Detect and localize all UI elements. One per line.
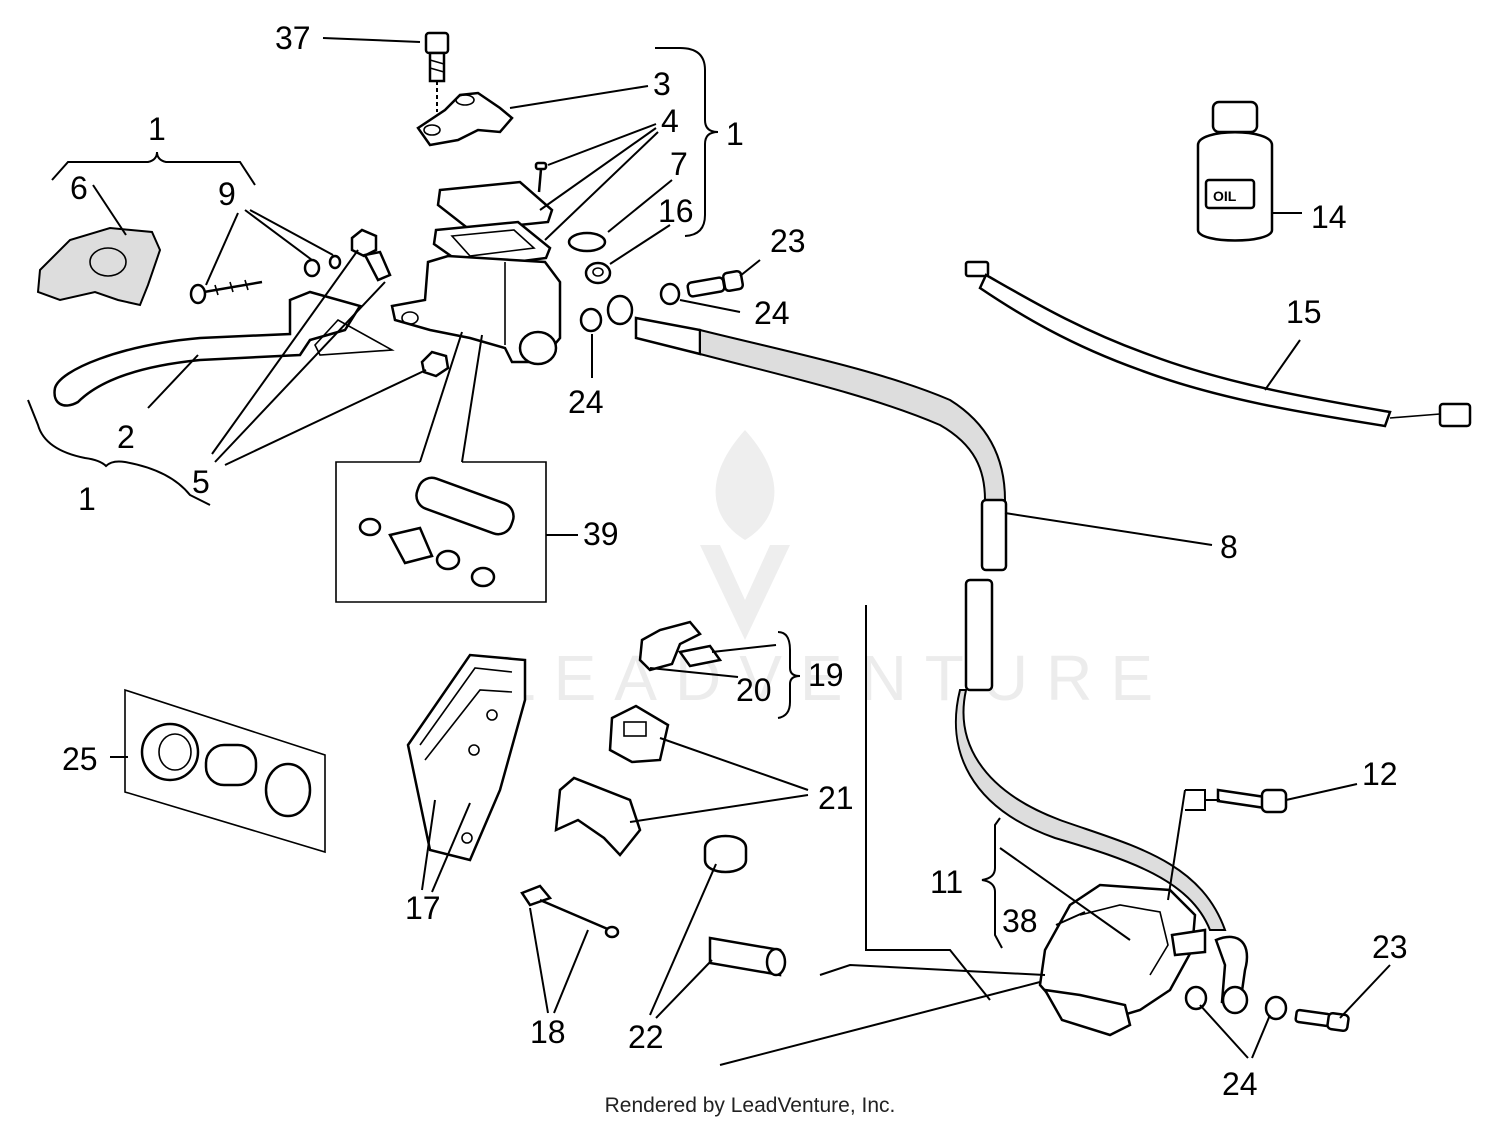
- callout-1-top: 1: [726, 116, 744, 152]
- callout-37: 37: [275, 20, 311, 56]
- callout-25: 25: [62, 741, 98, 777]
- part-24-washers-bottom: [1184, 935, 1288, 1021]
- callout-16: 16: [658, 193, 694, 229]
- callout-38: 38: [1002, 903, 1038, 939]
- part-18-pin: [520, 884, 620, 939]
- callout-15: 15: [1286, 294, 1322, 330]
- callout-23-bottom: 23: [1372, 929, 1408, 965]
- callout-6: 6: [70, 170, 88, 206]
- part-4-cover: [432, 161, 554, 270]
- part-17-pad-plate: [406, 653, 527, 862]
- master-cylinder-body: [390, 254, 562, 366]
- callout-24-top: 24: [754, 295, 790, 331]
- callout-22: 22: [628, 1019, 664, 1055]
- callout-2: 2: [117, 419, 135, 455]
- callout-14: 14: [1311, 199, 1347, 235]
- part-22-bushings: [703, 834, 787, 977]
- part-5-pivot: [350, 228, 450, 378]
- callout-12: 12: [1362, 756, 1398, 792]
- part-11-caliper: [1038, 883, 1207, 1037]
- part-39-kit: [335, 461, 547, 603]
- part-7-cap: [567, 231, 607, 253]
- callout-7: 7: [670, 146, 688, 182]
- callout-11: 11: [930, 864, 963, 900]
- callout-labels: 37 3 4 1 7 16 23 24 24 1 6 9 2 5 1 39 14…: [62, 20, 1408, 1102]
- leadventure-watermark: LEADVENTURE: [500, 430, 1171, 714]
- footer-credit: Rendered by LeadVenture, Inc.: [604, 1094, 896, 1117]
- callout-1-bottom: 1: [78, 481, 96, 517]
- part-21-clips: [554, 704, 670, 857]
- callout-18: 18: [530, 1014, 566, 1050]
- part-12-bolt: [1205, 788, 1288, 814]
- part-9-screw: [189, 254, 342, 305]
- part-3-clamp: [416, 91, 514, 147]
- callout-19: 19: [808, 657, 844, 693]
- callout-3: 3: [653, 66, 671, 102]
- callout-39: 39: [583, 516, 619, 552]
- part-23-bolt-bottom: [1294, 1008, 1350, 1033]
- part-2-lever: [53, 290, 395, 407]
- callout-21: 21: [818, 780, 854, 816]
- watermark-text: LEADVENTURE: [500, 642, 1171, 714]
- callout-20: 20: [736, 672, 772, 708]
- callout-4: 4: [661, 103, 679, 139]
- part-14-oil-bottle: OIL: [1196, 100, 1274, 242]
- part-24-washers-top: [579, 282, 681, 333]
- callout-17: 17: [405, 890, 441, 926]
- part-23-bolt-top: [686, 269, 745, 298]
- part-15-cable: [964, 260, 1472, 428]
- callout-23-top: 23: [770, 223, 806, 259]
- part-8-hose: [634, 316, 1227, 931]
- callout-9: 9: [218, 176, 236, 212]
- callout-8: 8: [1220, 529, 1238, 565]
- callout-5: 5: [192, 464, 210, 500]
- part-37-bolt: [424, 31, 450, 112]
- callout-1-left: 1: [148, 111, 166, 147]
- callout-24-bottom: 24: [1222, 1066, 1258, 1102]
- part-16-nut: [584, 261, 612, 285]
- leader-lines: [27, 37, 1391, 1066]
- part-25-piston-kit: [124, 688, 326, 854]
- part-6-boot: [36, 226, 162, 307]
- part-19-bleeder: [638, 620, 723, 672]
- oil-label: OIL: [1213, 188, 1237, 204]
- callout-24-mid: 24: [568, 384, 604, 420]
